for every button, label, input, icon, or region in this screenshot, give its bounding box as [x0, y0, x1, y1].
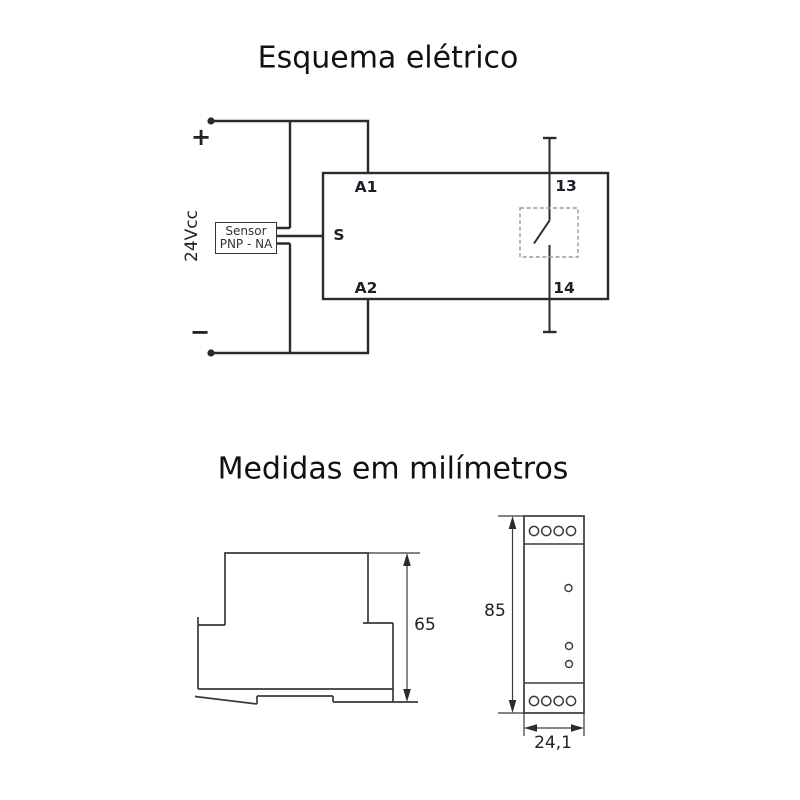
terminal-hole — [540, 695, 552, 707]
positive-rail-wire — [211, 119, 370, 173]
terminal-hole — [540, 525, 552, 537]
front-panel-holes — [564, 583, 574, 669]
panel-hole — [564, 583, 573, 593]
dim-85 — [498, 515, 524, 714]
supply-voltage-label: 24Vcc — [182, 210, 202, 262]
terminal-hole — [565, 525, 577, 537]
terminal-hole — [565, 695, 577, 707]
negative-rail-wire — [211, 299, 370, 355]
plus-sign: + — [190, 123, 212, 151]
terminal-hole — [553, 525, 565, 537]
front-view-dividers — [524, 543, 584, 684]
terminal-hole — [528, 525, 540, 537]
panel-hole — [564, 641, 574, 651]
terminal-hole — [528, 695, 540, 707]
dim-24-1-arrow-left — [524, 724, 537, 732]
sensor-box: Sensor PNP - NA — [215, 222, 277, 254]
front-view-drawing — [498, 515, 585, 736]
side-view-outline — [197, 552, 394, 702]
contact-blade — [533, 219, 551, 245]
dim-85-arrow-down — [508, 700, 517, 713]
dim-24-1-extensions — [523, 713, 585, 736]
dim-85-arrow-up — [508, 516, 517, 529]
terminal-holes-bottom — [528, 695, 577, 707]
dim-24-1 — [523, 713, 585, 736]
panel-hole — [564, 659, 574, 669]
dim-24-1-arrow-right — [571, 724, 584, 732]
dim-85-extensions — [498, 515, 524, 714]
terminal-label-a2: A2 — [354, 279, 378, 297]
sensor-box-line2: PNP - NA — [219, 237, 273, 251]
front-view-body — [523, 515, 585, 714]
dim-65-arrow-up — [403, 553, 411, 566]
contact-dashed-outline — [519, 207, 579, 258]
terminal-label-14: 14 — [553, 279, 575, 297]
dim-65-arrow-down — [403, 689, 411, 702]
schematic-title: Esquema elétrico — [257, 40, 519, 76]
side-view-din-clip — [194, 695, 418, 705]
dim-85-value: 85 — [484, 601, 506, 621]
minus-sign: − — [189, 318, 211, 346]
relay-body — [321, 171, 610, 301]
sensor-stub-wires — [276, 226, 290, 245]
dimensions-title: Medidas em milímetros — [217, 451, 569, 487]
terminal-label-a1: A1 — [354, 178, 378, 196]
dim-65 — [368, 552, 420, 702]
dim-24-1-value: 24,1 — [534, 733, 572, 753]
electrical-schematic — [207, 117, 610, 357]
side-view-drawing — [194, 552, 420, 705]
dim-65-value: 65 — [414, 615, 436, 635]
terminal-label-s: S — [333, 226, 345, 244]
terminal-holes-top — [528, 525, 577, 537]
sensor-box-line1: Sensor — [225, 223, 267, 238]
terminal-label-13: 13 — [555, 177, 577, 195]
terminal-hole — [553, 695, 565, 707]
